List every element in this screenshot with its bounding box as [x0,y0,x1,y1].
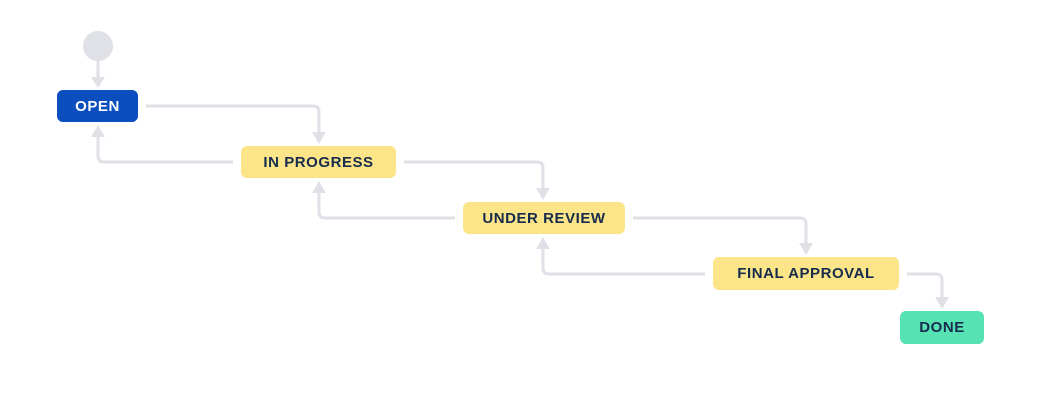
edge-in-progress-to-under-review [404,160,550,200]
arrowhead-down-icon [536,188,550,200]
edge-under-review-to-final-approval [633,216,813,255]
arrowhead-up-icon [536,237,550,249]
edge-in-progress-to-open [91,125,233,164]
edge-start-to-open [91,58,105,88]
edge-open-to-in-progress [146,104,326,144]
status-label-under-review: UNDER REVIEW [482,209,606,227]
arrowhead-down-icon [91,77,105,88]
status-node-open[interactable]: OPEN [57,90,138,122]
edge-under-review-to-in-progress [312,181,455,220]
arrowhead-down-icon [935,297,949,309]
status-node-final-approval[interactable]: FINAL APPROVAL [713,257,899,290]
status-label-open: OPEN [75,97,120,115]
arrowhead-down-icon [799,243,813,255]
status-node-in-progress[interactable]: IN PROGRESS [241,146,396,178]
arrowhead-up-icon [312,181,326,193]
status-label-done: DONE [919,319,965,336]
status-label-in-progress: IN PROGRESS [263,153,374,171]
status-node-under-review[interactable]: UNDER REVIEW [463,202,625,234]
arrowhead-up-icon [91,125,105,137]
start-circle-icon [83,31,113,61]
status-label-final-approval: FINAL APPROVAL [737,265,875,282]
edge-final-approval-to-done [907,272,949,309]
status-node-done[interactable]: DONE [900,311,984,344]
arrowhead-down-icon [312,132,326,144]
edge-final-approval-to-under-review [536,237,705,276]
